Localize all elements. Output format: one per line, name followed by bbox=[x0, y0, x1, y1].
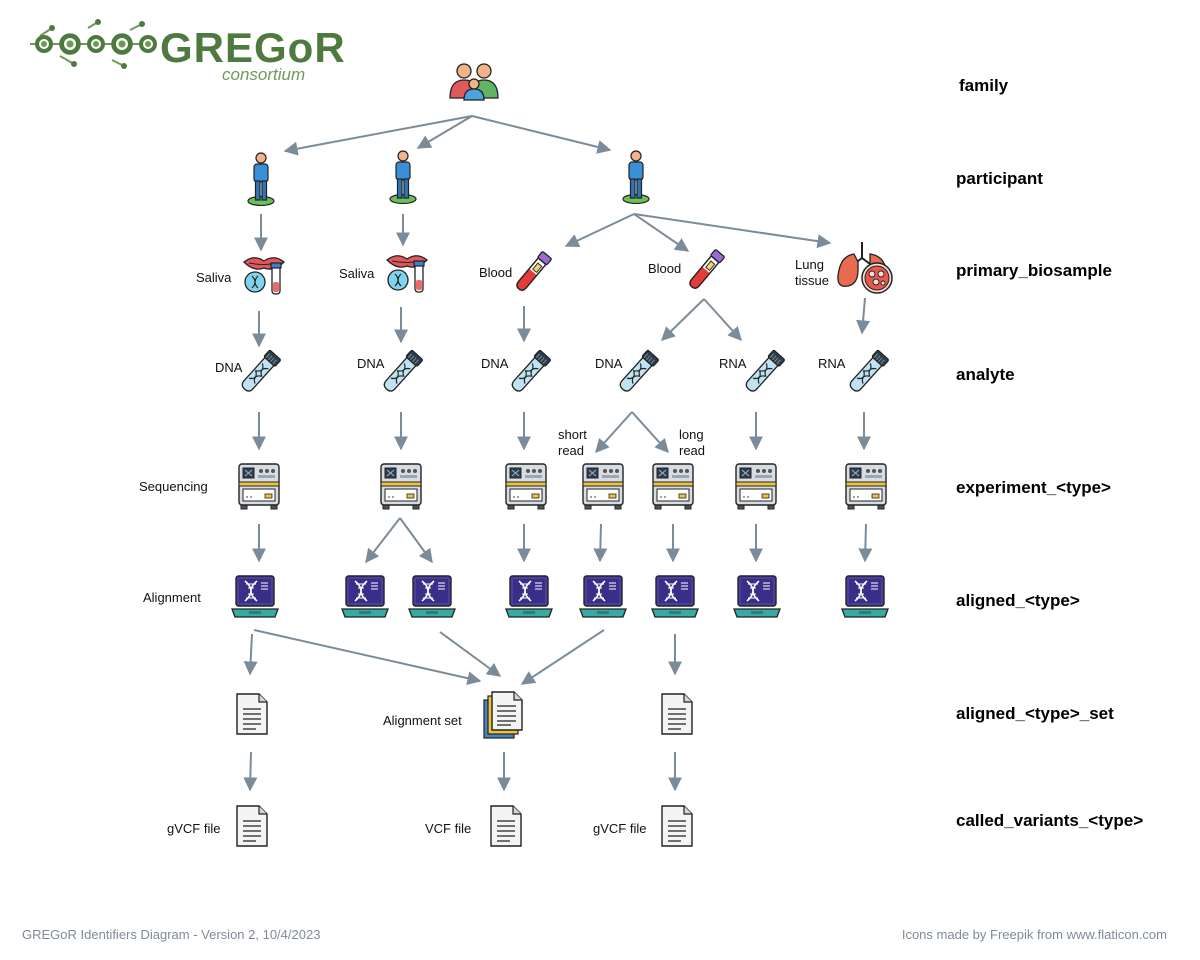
level-experiment: experiment_<type> bbox=[956, 478, 1111, 497]
edge-exp-aligned-4 bbox=[593, 523, 608, 563]
person-icon bbox=[622, 150, 650, 204]
document-icon bbox=[236, 693, 268, 735]
edges bbox=[243, 115, 873, 792]
edge-dna-long-read bbox=[631, 411, 669, 454]
edge-dna-short-read bbox=[595, 411, 633, 454]
biosample-label: Blood bbox=[648, 261, 681, 276]
level-called-variants: called_variants_<type> bbox=[956, 811, 1143, 830]
edge-participant-blood-1 bbox=[564, 213, 635, 247]
sequencer-icon bbox=[735, 463, 777, 510]
sequencer-icon bbox=[505, 463, 547, 510]
edge-blood-dna-4 bbox=[660, 298, 705, 341]
footer-version: GREGoR Identifiers Diagram - Version 2, … bbox=[22, 927, 320, 942]
document-icon bbox=[490, 805, 522, 847]
analyte-label: RNA bbox=[818, 356, 846, 371]
node-labels: Saliva Saliva Blood Blood Lung tissue DN… bbox=[139, 257, 846, 836]
biosample-label: Blood bbox=[479, 265, 512, 280]
gregor-logo: GREGoR consortium bbox=[30, 19, 346, 84]
edge-lung-rna-2 bbox=[856, 297, 871, 335]
read-type-label: read bbox=[679, 443, 705, 458]
lung-tissue-icon bbox=[836, 241, 893, 294]
edge-participant-blood-2 bbox=[633, 213, 690, 252]
analyte-label: DNA bbox=[215, 360, 243, 375]
logo-wordmark: GREGoR bbox=[160, 24, 346, 71]
dna-tube-icon bbox=[616, 349, 660, 395]
analyte-label: DNA bbox=[481, 356, 509, 371]
read-type-label: long bbox=[679, 427, 704, 442]
edge-aligned-set-1 bbox=[243, 633, 258, 676]
blood-tube-icon bbox=[513, 250, 553, 294]
experiment-label: Sequencing bbox=[139, 479, 208, 494]
analyte-label: RNA bbox=[719, 356, 747, 371]
analyte-label: DNA bbox=[595, 356, 623, 371]
variants-label: gVCF file bbox=[593, 821, 646, 836]
laptop-dna-icon bbox=[579, 575, 627, 618]
level-primary-biosample: primary_biosample bbox=[956, 261, 1112, 280]
read-type-label: read bbox=[558, 443, 584, 458]
dna-tube-icon bbox=[846, 349, 890, 395]
dna-tube-icon bbox=[742, 349, 786, 395]
edge-participant-lung bbox=[633, 213, 832, 249]
aligned-set-label: Alignment set bbox=[383, 713, 462, 728]
edge-set-variants-1 bbox=[243, 751, 258, 792]
edge-exp-aligned-2a bbox=[365, 517, 401, 564]
sequencer-icon bbox=[652, 463, 694, 510]
level-analyte: analyte bbox=[956, 365, 1015, 384]
dna-tube-icon bbox=[508, 349, 552, 395]
level-labels: family participant primary_biosample ana… bbox=[956, 76, 1143, 830]
logo-subtitle: consortium bbox=[222, 65, 305, 84]
sequencer-icon bbox=[380, 463, 422, 510]
saliva-icon bbox=[243, 257, 285, 295]
biosample-label: Lung bbox=[795, 257, 824, 272]
laptop-dna-icon bbox=[733, 575, 781, 618]
footer: GREGoR Identifiers Diagram - Version 2, … bbox=[22, 927, 1167, 942]
sequencer-icon bbox=[582, 463, 624, 510]
document-icon bbox=[236, 805, 268, 847]
biosample-label: tissue bbox=[795, 273, 829, 288]
sequencer-icon bbox=[238, 463, 280, 510]
edge-aligned-set-shared-3 bbox=[520, 629, 605, 685]
laptop-dna-icon bbox=[505, 575, 553, 618]
laptop-dna-icon bbox=[841, 575, 889, 618]
document-icon bbox=[661, 805, 693, 847]
biosample-label: Saliva bbox=[339, 266, 375, 281]
level-family: family bbox=[959, 76, 1009, 95]
laptop-dna-icon bbox=[231, 575, 279, 618]
variants-label: VCF file bbox=[425, 821, 471, 836]
edge-family-participant-3 bbox=[471, 115, 612, 154]
edge-exp-aligned-2b bbox=[399, 517, 433, 564]
variants-label: gVCF file bbox=[167, 821, 220, 836]
document-stack-icon bbox=[483, 691, 523, 739]
edge-family-participant-2 bbox=[416, 115, 473, 149]
document-icon bbox=[661, 693, 693, 735]
laptop-dna-icon bbox=[408, 575, 456, 618]
family-icon bbox=[449, 63, 499, 101]
level-aligned-set: aligned_<type>_set bbox=[956, 704, 1114, 723]
analyte-label: DNA bbox=[357, 356, 385, 371]
sequencer-icon bbox=[845, 463, 887, 510]
dna-tube-icon bbox=[238, 349, 282, 395]
read-type-label: short bbox=[558, 427, 587, 442]
blood-tube-icon bbox=[686, 248, 726, 292]
laptop-dna-icon bbox=[651, 575, 699, 618]
person-icon bbox=[389, 150, 417, 204]
dna-tube-icon bbox=[380, 349, 424, 395]
person-icon bbox=[247, 152, 275, 206]
logo-network-icon bbox=[30, 19, 157, 69]
edge-family-participant-1 bbox=[283, 115, 473, 156]
edge-exp-aligned-7 bbox=[858, 523, 873, 563]
level-participant: participant bbox=[956, 169, 1043, 188]
level-aligned: aligned_<type> bbox=[956, 591, 1080, 610]
laptop-dna-icon bbox=[341, 575, 389, 618]
footer-credit: Icons made by Freepik from www.flaticon.… bbox=[902, 927, 1167, 942]
saliva-icon bbox=[386, 255, 428, 293]
aligned-label: Alignment bbox=[143, 590, 201, 605]
biosample-label: Saliva bbox=[196, 270, 232, 285]
edge-blood-rna-1 bbox=[703, 298, 742, 342]
edge-aligned-set-shared-2 bbox=[439, 631, 502, 677]
edge-aligned-set-shared-1 bbox=[253, 629, 482, 686]
